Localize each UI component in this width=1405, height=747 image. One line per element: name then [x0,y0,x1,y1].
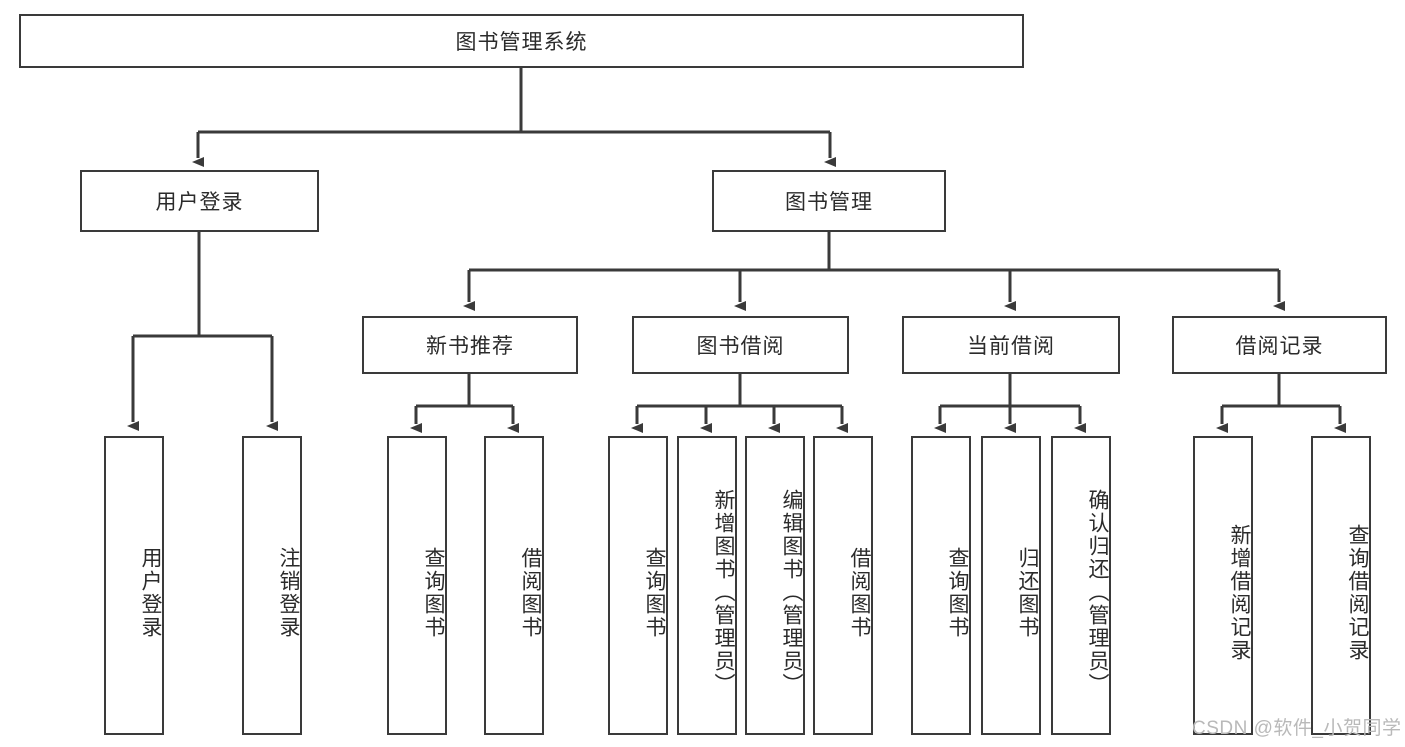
node-book-borrowing[interactable]: 图书借阅 [632,316,849,374]
leaf-user-login-login[interactable]: 用户登录 [104,436,164,735]
node-label: 新书推荐 [426,335,514,358]
node-label: 查询图书 [643,546,666,639]
node-new-book-recommendation[interactable]: 新书推荐 [362,316,578,374]
leaf-new-book-query-books[interactable]: 查询图书 [387,436,447,735]
node-root-book-management-system[interactable]: 图书管理系统 [19,14,1024,68]
node-label: 归还图书 [1016,546,1039,639]
node-user-login[interactable]: 用户登录 [80,170,319,232]
leaf-book-borrow-borrow-books[interactable]: 借阅图书 [813,436,873,735]
node-label: 借阅图书 [519,546,542,639]
node-label: 新增借阅记录 [1228,523,1251,662]
node-book-management[interactable]: 图书管理 [712,170,946,232]
leaf-borrow-record-query-record[interactable]: 查询借阅记录 [1311,436,1371,735]
node-label: 编辑图书（管理员） [780,489,803,696]
node-label: 当前借阅 [967,335,1055,358]
node-label: 借阅图书 [848,546,871,639]
node-label: 查询借阅记录 [1346,523,1369,662]
leaf-new-book-borrow-books[interactable]: 借阅图书 [484,436,544,735]
node-label: 新增图书（管理员） [712,489,735,696]
leaf-current-borrow-return-books[interactable]: 归还图书 [981,436,1041,735]
node-label: 查询图书 [946,546,969,639]
node-borrowing-record[interactable]: 借阅记录 [1172,316,1387,374]
node-label: 图书管理 [785,191,873,214]
node-current-borrowing[interactable]: 当前借阅 [902,316,1120,374]
node-label: 用户登录 [155,191,244,214]
leaf-borrow-record-add-record[interactable]: 新增借阅记录 [1193,436,1253,735]
leaf-book-borrow-add-book-admin[interactable]: 新增图书（管理员） [677,436,737,735]
node-label: 用户登录 [139,546,162,639]
leaf-current-borrow-query-books[interactable]: 查询图书 [911,436,971,735]
node-label: 借阅记录 [1235,335,1324,358]
leaf-book-borrow-edit-book-admin[interactable]: 编辑图书（管理员） [745,436,805,735]
node-label: 图书借阅 [696,335,785,358]
leaf-user-login-logout[interactable]: 注销登录 [242,436,302,735]
node-label: 确认归还（管理员） [1086,489,1109,696]
leaf-book-borrow-query-books[interactable]: 查询图书 [608,436,668,735]
node-label: 注销登录 [277,546,300,639]
leaf-current-borrow-confirm-return-admin[interactable]: 确认归还（管理员） [1051,436,1111,735]
node-label: 图书管理系统 [455,31,588,54]
node-label: 查询图书 [422,546,445,639]
